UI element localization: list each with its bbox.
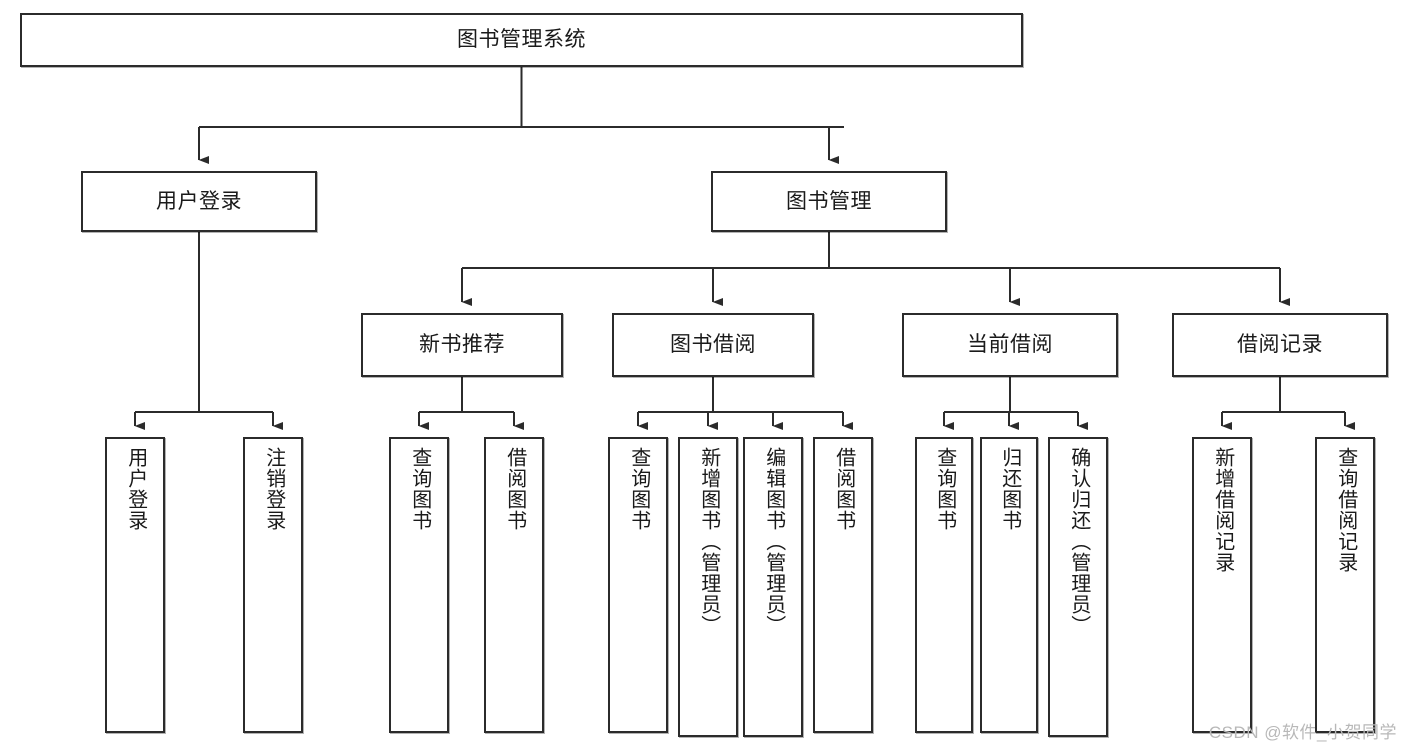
node-leaf-query-borrow-record[interactable]: 查询借阅记录	[1315, 437, 1375, 733]
node-leaf-borrow-book-1-label: 借阅图书	[503, 447, 526, 531]
node-root-label: 图书管理系统	[457, 28, 586, 52]
node-root-system[interactable]: 图书管理系统	[20, 13, 1023, 67]
watermark-text: CSDN @软件_小贺同学	[1208, 723, 1397, 742]
node-new-book-recommend-label: 新书推荐	[419, 333, 505, 357]
node-leaf-add-book-admin-label: 新增图书（管理员）	[697, 447, 720, 636]
node-leaf-edit-book-admin[interactable]: 编辑图书（管理员）	[743, 437, 803, 737]
node-leaf-borrow-book-1[interactable]: 借阅图书	[484, 437, 544, 733]
node-leaf-query-book-3-label: 查询图书	[933, 447, 956, 531]
node-current-borrow[interactable]: 当前借阅	[902, 313, 1118, 377]
node-leaf-query-borrow-record-label: 查询借阅记录	[1334, 447, 1357, 573]
node-leaf-edit-book-admin-label: 编辑图书（管理员）	[762, 447, 785, 636]
node-borrow-record-label: 借阅记录	[1237, 333, 1323, 357]
node-leaf-logout-login[interactable]: 注销登录	[243, 437, 303, 733]
node-book-manage-label: 图书管理	[786, 189, 872, 213]
node-user-login[interactable]: 用户登录	[81, 171, 317, 232]
node-leaf-query-book-3[interactable]: 查询图书	[915, 437, 973, 733]
node-current-borrow-label: 当前借阅	[967, 333, 1053, 357]
node-leaf-return-book-label: 归还图书	[998, 447, 1021, 531]
node-leaf-add-borrow-record-label: 新增借阅记录	[1211, 447, 1234, 573]
node-leaf-borrow-book-2-label: 借阅图书	[832, 447, 855, 531]
node-book-manage[interactable]: 图书管理	[711, 171, 947, 232]
node-user-login-label: 用户登录	[156, 189, 242, 213]
node-leaf-add-borrow-record[interactable]: 新增借阅记录	[1192, 437, 1252, 733]
node-leaf-confirm-return-admin[interactable]: 确认归还（管理员）	[1048, 437, 1108, 737]
node-leaf-return-book[interactable]: 归还图书	[980, 437, 1038, 733]
node-leaf-borrow-book-2[interactable]: 借阅图书	[813, 437, 873, 733]
node-leaf-query-book-1[interactable]: 查询图书	[389, 437, 449, 733]
node-leaf-query-book-2[interactable]: 查询图书	[608, 437, 668, 733]
node-leaf-confirm-return-admin-label: 确认归还（管理员）	[1067, 447, 1090, 636]
node-leaf-user-login-label: 用户登录	[124, 447, 147, 531]
node-borrow-record[interactable]: 借阅记录	[1172, 313, 1388, 377]
node-leaf-query-book-2-label: 查询图书	[627, 447, 650, 531]
node-book-borrow[interactable]: 图书借阅	[612, 313, 814, 377]
node-leaf-add-book-admin[interactable]: 新增图书（管理员）	[678, 437, 738, 737]
node-new-book-recommend[interactable]: 新书推荐	[361, 313, 563, 377]
node-leaf-logout-login-label: 注销登录	[262, 447, 285, 531]
node-leaf-query-book-1-label: 查询图书	[408, 447, 431, 531]
node-leaf-user-login[interactable]: 用户登录	[105, 437, 165, 733]
node-book-borrow-label: 图书借阅	[670, 333, 756, 357]
